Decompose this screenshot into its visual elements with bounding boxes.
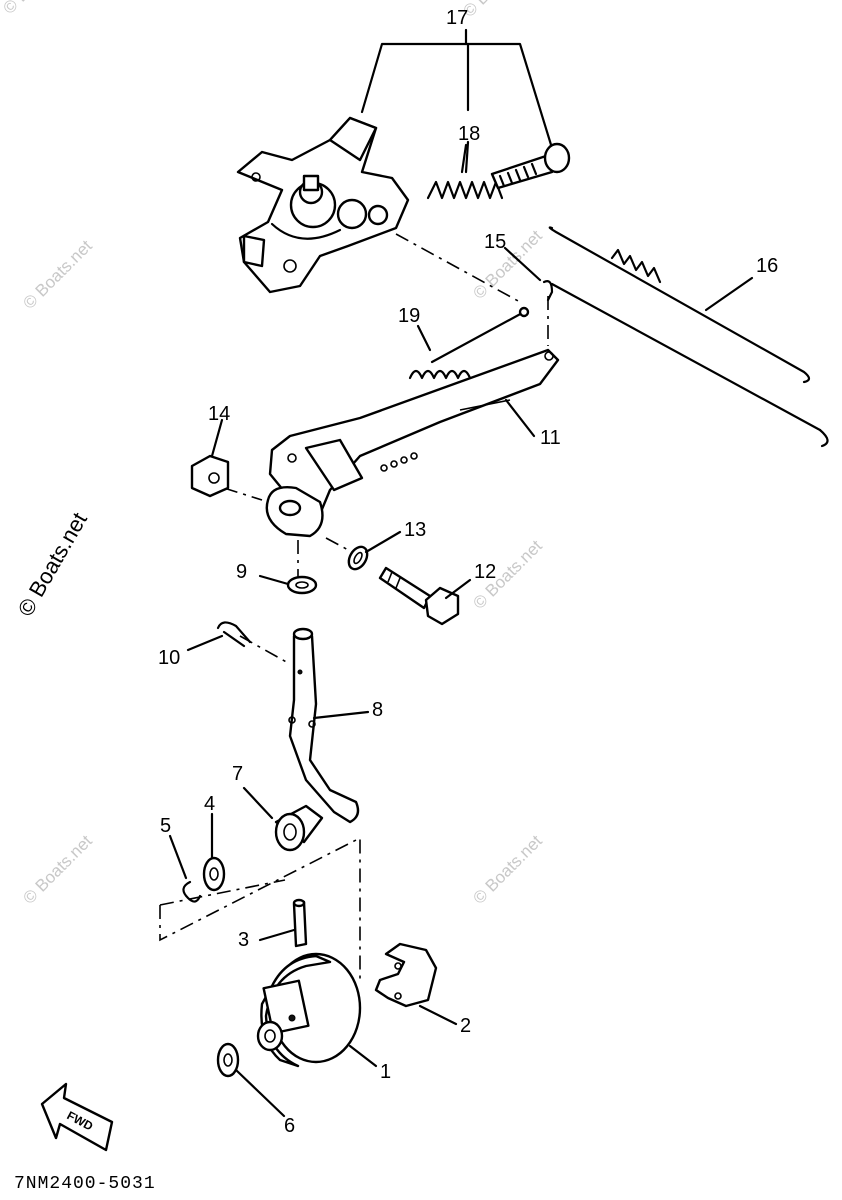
callout-1: 1 — [380, 1061, 391, 1083]
callout-19: 19 — [398, 305, 420, 327]
part-18-spring — [426, 143, 504, 200]
bracket-17 — [360, 28, 554, 150]
callout-4: 4 — [204, 793, 215, 815]
part-2-bracket — [374, 942, 438, 1008]
part-8-shaft — [288, 627, 360, 824]
callout-5: 5 — [160, 815, 171, 837]
part-17-bracket-assembly — [236, 116, 410, 294]
callout-14: 14 — [208, 403, 230, 425]
callout-8: 8 — [372, 699, 383, 721]
part-5-circlip — [182, 880, 202, 903]
part-10-clip — [216, 621, 252, 648]
callout-16: 16 — [756, 255, 778, 277]
part-9-washer — [286, 575, 318, 595]
part-17-screw — [490, 142, 571, 190]
callout-17: 17 — [446, 7, 468, 29]
callout-11: 11 — [540, 427, 561, 449]
callout-6: 6 — [284, 1115, 295, 1137]
part-3-pin — [292, 898, 308, 948]
callout-2: 2 — [460, 1015, 471, 1037]
watermark-5: © Boats.net — [469, 831, 546, 908]
watermark-6: © Boats.net — [0, 0, 76, 18]
part-12-bolt — [378, 566, 460, 626]
leader-lines — [168, 140, 754, 1118]
part-15-link-rod — [542, 280, 829, 448]
watermark-7: © Boats.net — [459, 0, 536, 21]
callout-numbers: 17 18 15 16 19 11 14 13 12 9 10 8 7 4 5 … — [158, 7, 778, 1137]
part-7-bushing — [274, 804, 324, 852]
callout-10: 10 — [158, 647, 180, 669]
fwd-arrow-icon: FWD — [40, 1082, 114, 1152]
watermark-4: © Boats.net — [19, 831, 96, 908]
part-6-washer — [216, 1042, 240, 1078]
callout-12: 12 — [474, 561, 496, 583]
callout-9: 9 — [236, 561, 247, 583]
part-13-washer — [347, 545, 369, 571]
watermark-1: © Boats.net — [19, 236, 96, 313]
part-19-spring — [408, 306, 530, 380]
part-4-washer — [202, 856, 226, 892]
callout-3: 3 — [238, 929, 249, 951]
callout-7: 7 — [232, 763, 243, 785]
watermark-side: © Boats.net — [13, 508, 92, 620]
callout-15: 15 — [484, 231, 506, 253]
part-14-nut — [190, 454, 230, 498]
part-11-control-lever — [265, 348, 560, 538]
callout-18: 18 — [458, 123, 480, 145]
part-1-cam — [256, 952, 362, 1068]
part-16-link-rod-spring — [548, 226, 811, 384]
watermark-2: © Boats.net — [469, 226, 546, 303]
callout-13: 13 — [404, 519, 426, 541]
part-code: 7NM2400-5031 — [14, 1174, 156, 1194]
